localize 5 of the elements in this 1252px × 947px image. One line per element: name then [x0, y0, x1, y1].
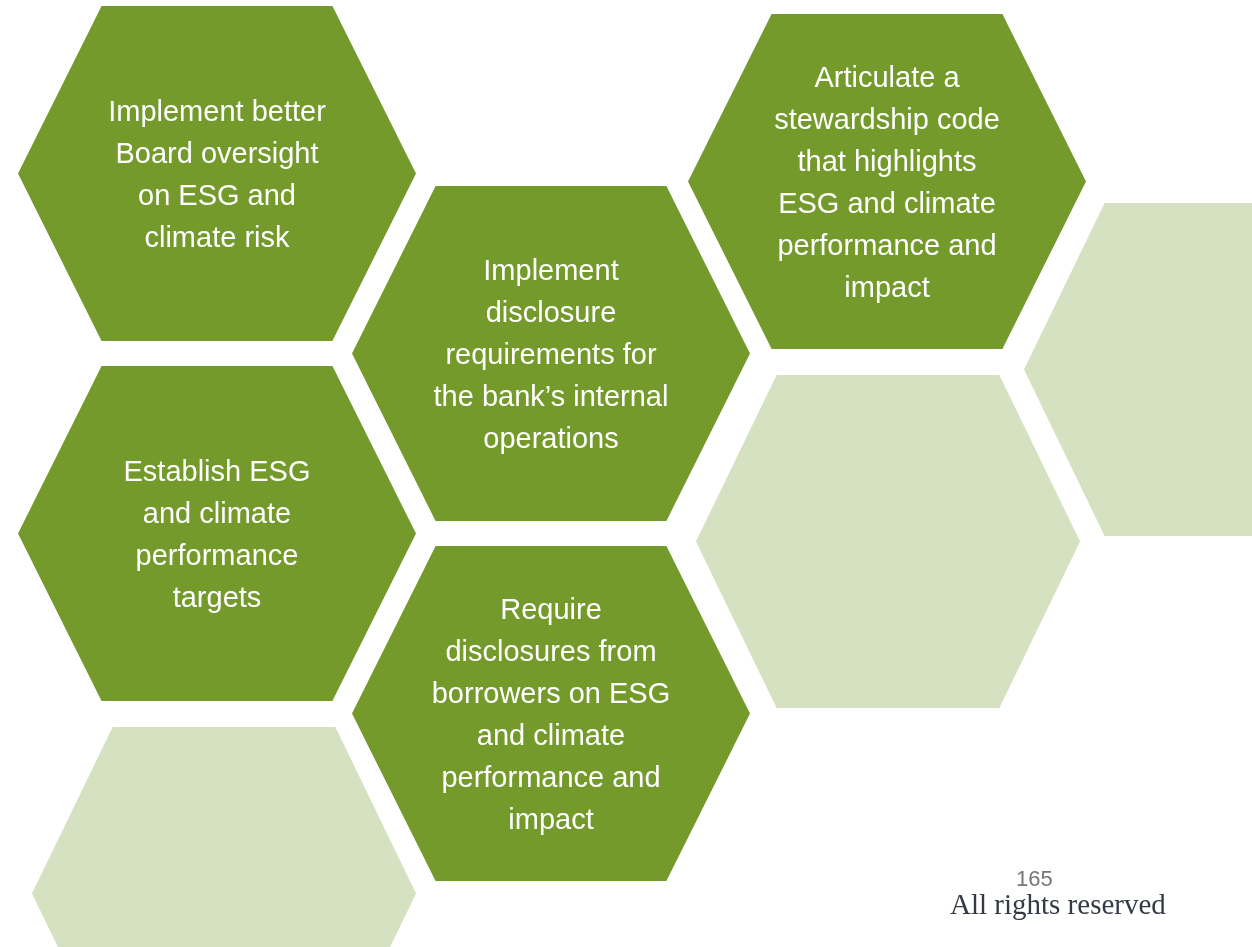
hexagon-text: Require disclosures from borrowers on ESG and climate performance and impact — [431, 591, 671, 837]
hexagon-text: Establish ESG and climate performance targets — [122, 453, 312, 615]
hexagon-text: Implement better Board oversight on ESG and climate risk — [107, 93, 327, 255]
hexagon-text: Implement disclosure requirements for the bank’s internal operations — [432, 252, 670, 456]
hexagon-text: Articulate a stewardship code that highlights ESG and climate performance and impact — [773, 59, 1001, 305]
